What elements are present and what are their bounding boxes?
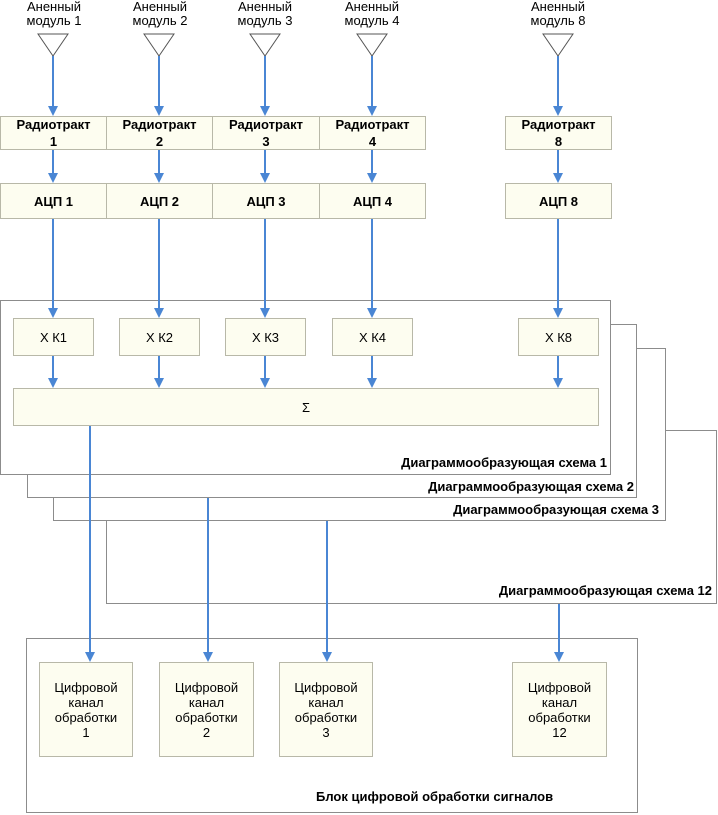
antenna-icon-3 xyxy=(249,33,281,57)
multiplier-k4: X К4 xyxy=(332,318,413,356)
beamformer-label-3: Диаграммообразующая схема 3 xyxy=(453,502,659,517)
beamformer-label-1: Диаграммообразующая схема 1 xyxy=(401,455,607,470)
antenna-icon-4 xyxy=(356,33,388,57)
summation-block: Σ xyxy=(13,388,599,426)
adc-1: АЦП 1 xyxy=(0,183,107,219)
adc-3: АЦП 3 xyxy=(212,183,320,219)
dsp-block-label: Блок цифровой обработки сигналов xyxy=(316,789,554,804)
beamformer-label-2: Диаграммообразующая схема 2 xyxy=(428,479,634,494)
multiplier-k8: X К8 xyxy=(518,318,599,356)
multiplier-k2: X К2 xyxy=(119,318,200,356)
antenna-icon-8 xyxy=(542,33,574,57)
adc-4: АЦП 4 xyxy=(319,183,426,219)
beamformer-label-12: Диаграммообразующая схема 12 xyxy=(498,583,712,598)
antenna-icon-1 xyxy=(37,33,69,57)
adc-2: АЦП 2 xyxy=(106,183,213,219)
adc-8: АЦП 8 xyxy=(505,183,612,219)
multiplier-k3: X К3 xyxy=(225,318,306,356)
antenna-icon-2 xyxy=(143,33,175,57)
multiplier-k1: X К1 xyxy=(13,318,94,356)
